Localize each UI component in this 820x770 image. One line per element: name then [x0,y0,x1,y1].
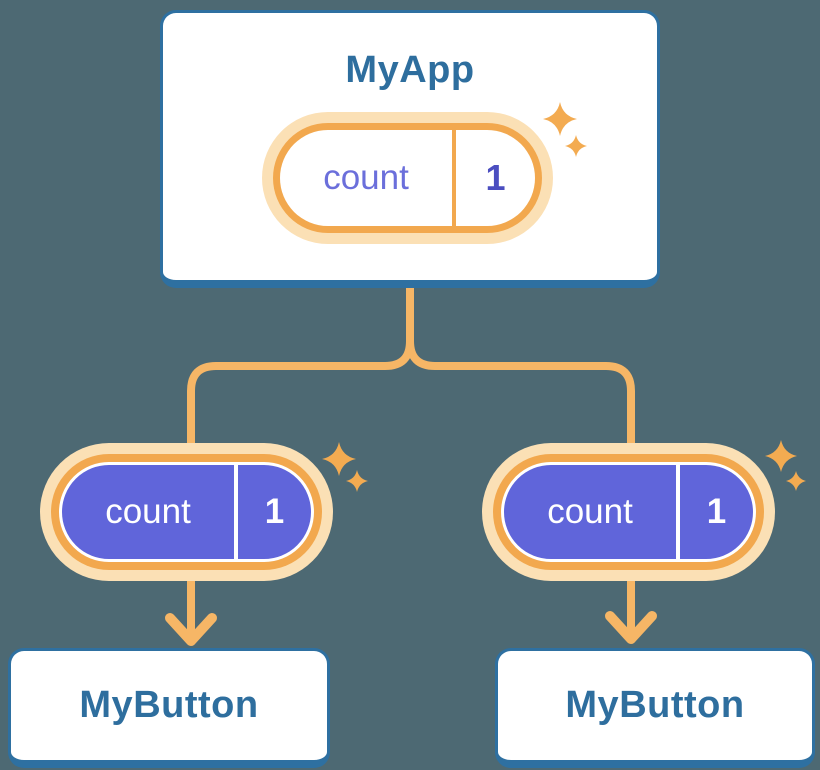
connector-right-branch [406,277,635,636]
component-name: MyApp [345,49,475,91]
child-component-card: MyButton [495,648,815,768]
connector-left-branch [187,277,414,638]
pill-divider [452,130,456,226]
pill-divider [234,465,238,559]
prop-value: 1 [706,492,727,531]
prop-value: 1 [264,492,285,531]
pill-divider [676,465,680,559]
state-value: 1 [485,157,506,198]
state-label: count [323,158,409,197]
child-component-card: MyButton [8,648,330,768]
component-name: MyButton [565,684,745,726]
prop-label: count [105,492,191,531]
root-component-card: MyApp count 1 [160,10,660,288]
component-name: MyButton [79,684,259,726]
arrow-down-icon [165,613,217,646]
state-pill: count 1 [280,130,535,226]
prop-label: count [547,492,633,531]
arrow-down-icon [605,611,657,644]
prop-pill: count 1 [501,462,756,562]
prop-pill: count 1 [59,462,314,562]
